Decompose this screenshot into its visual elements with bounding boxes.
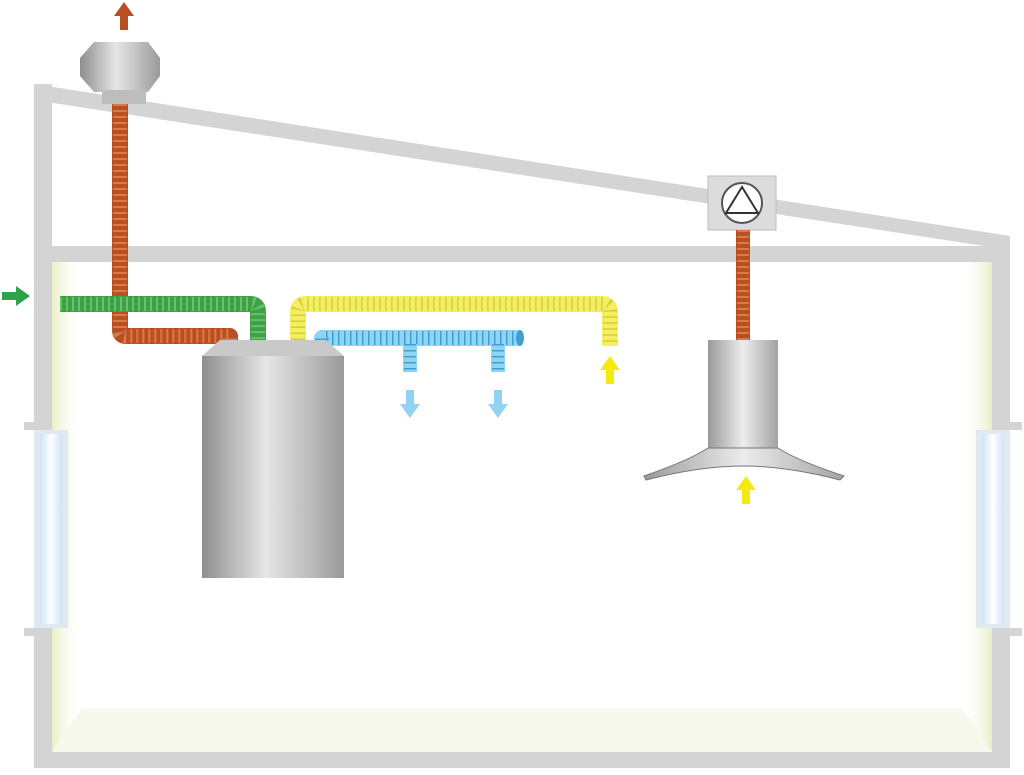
arrow-up-icon (600, 356, 620, 384)
exhaust-duct-ribs (113, 104, 237, 352)
arrow-up-icon (736, 476, 756, 504)
arrow-right-icon (2, 286, 30, 306)
window-icon (976, 430, 1010, 628)
cowl-icon (80, 42, 160, 104)
arrow-down-icon (400, 390, 420, 418)
right-window-glass (982, 434, 1004, 624)
building-walls (24, 84, 1022, 768)
floor-slab (34, 752, 1010, 768)
arrow-up-icon (114, 2, 134, 30)
right-sill-top (992, 422, 1022, 430)
left-wall-upper (34, 84, 52, 426)
left-wall-lower (34, 634, 52, 768)
cooker-hood-icon (643, 340, 845, 481)
floor (52, 708, 992, 752)
supply-duct-end (516, 330, 524, 346)
arrow-down-icon (488, 390, 508, 418)
roof-slope (34, 84, 1010, 250)
exhaust-duct (112, 104, 238, 352)
right-wall-upper (992, 236, 1010, 426)
fan-triangle-icon (707, 175, 777, 231)
left-sill-bottom (24, 628, 52, 636)
window-icon (34, 430, 68, 628)
ceiling-beam (34, 246, 1010, 262)
extract-duct-ribs (291, 297, 617, 346)
cylinder-unit-icon (202, 340, 344, 578)
left-window-glass (40, 434, 62, 624)
fresh-air-duct (60, 296, 266, 346)
right-sill-bottom (992, 628, 1022, 636)
left-sill-top (24, 422, 52, 430)
supply-duct (314, 330, 520, 352)
right-wall-lower (992, 634, 1010, 768)
